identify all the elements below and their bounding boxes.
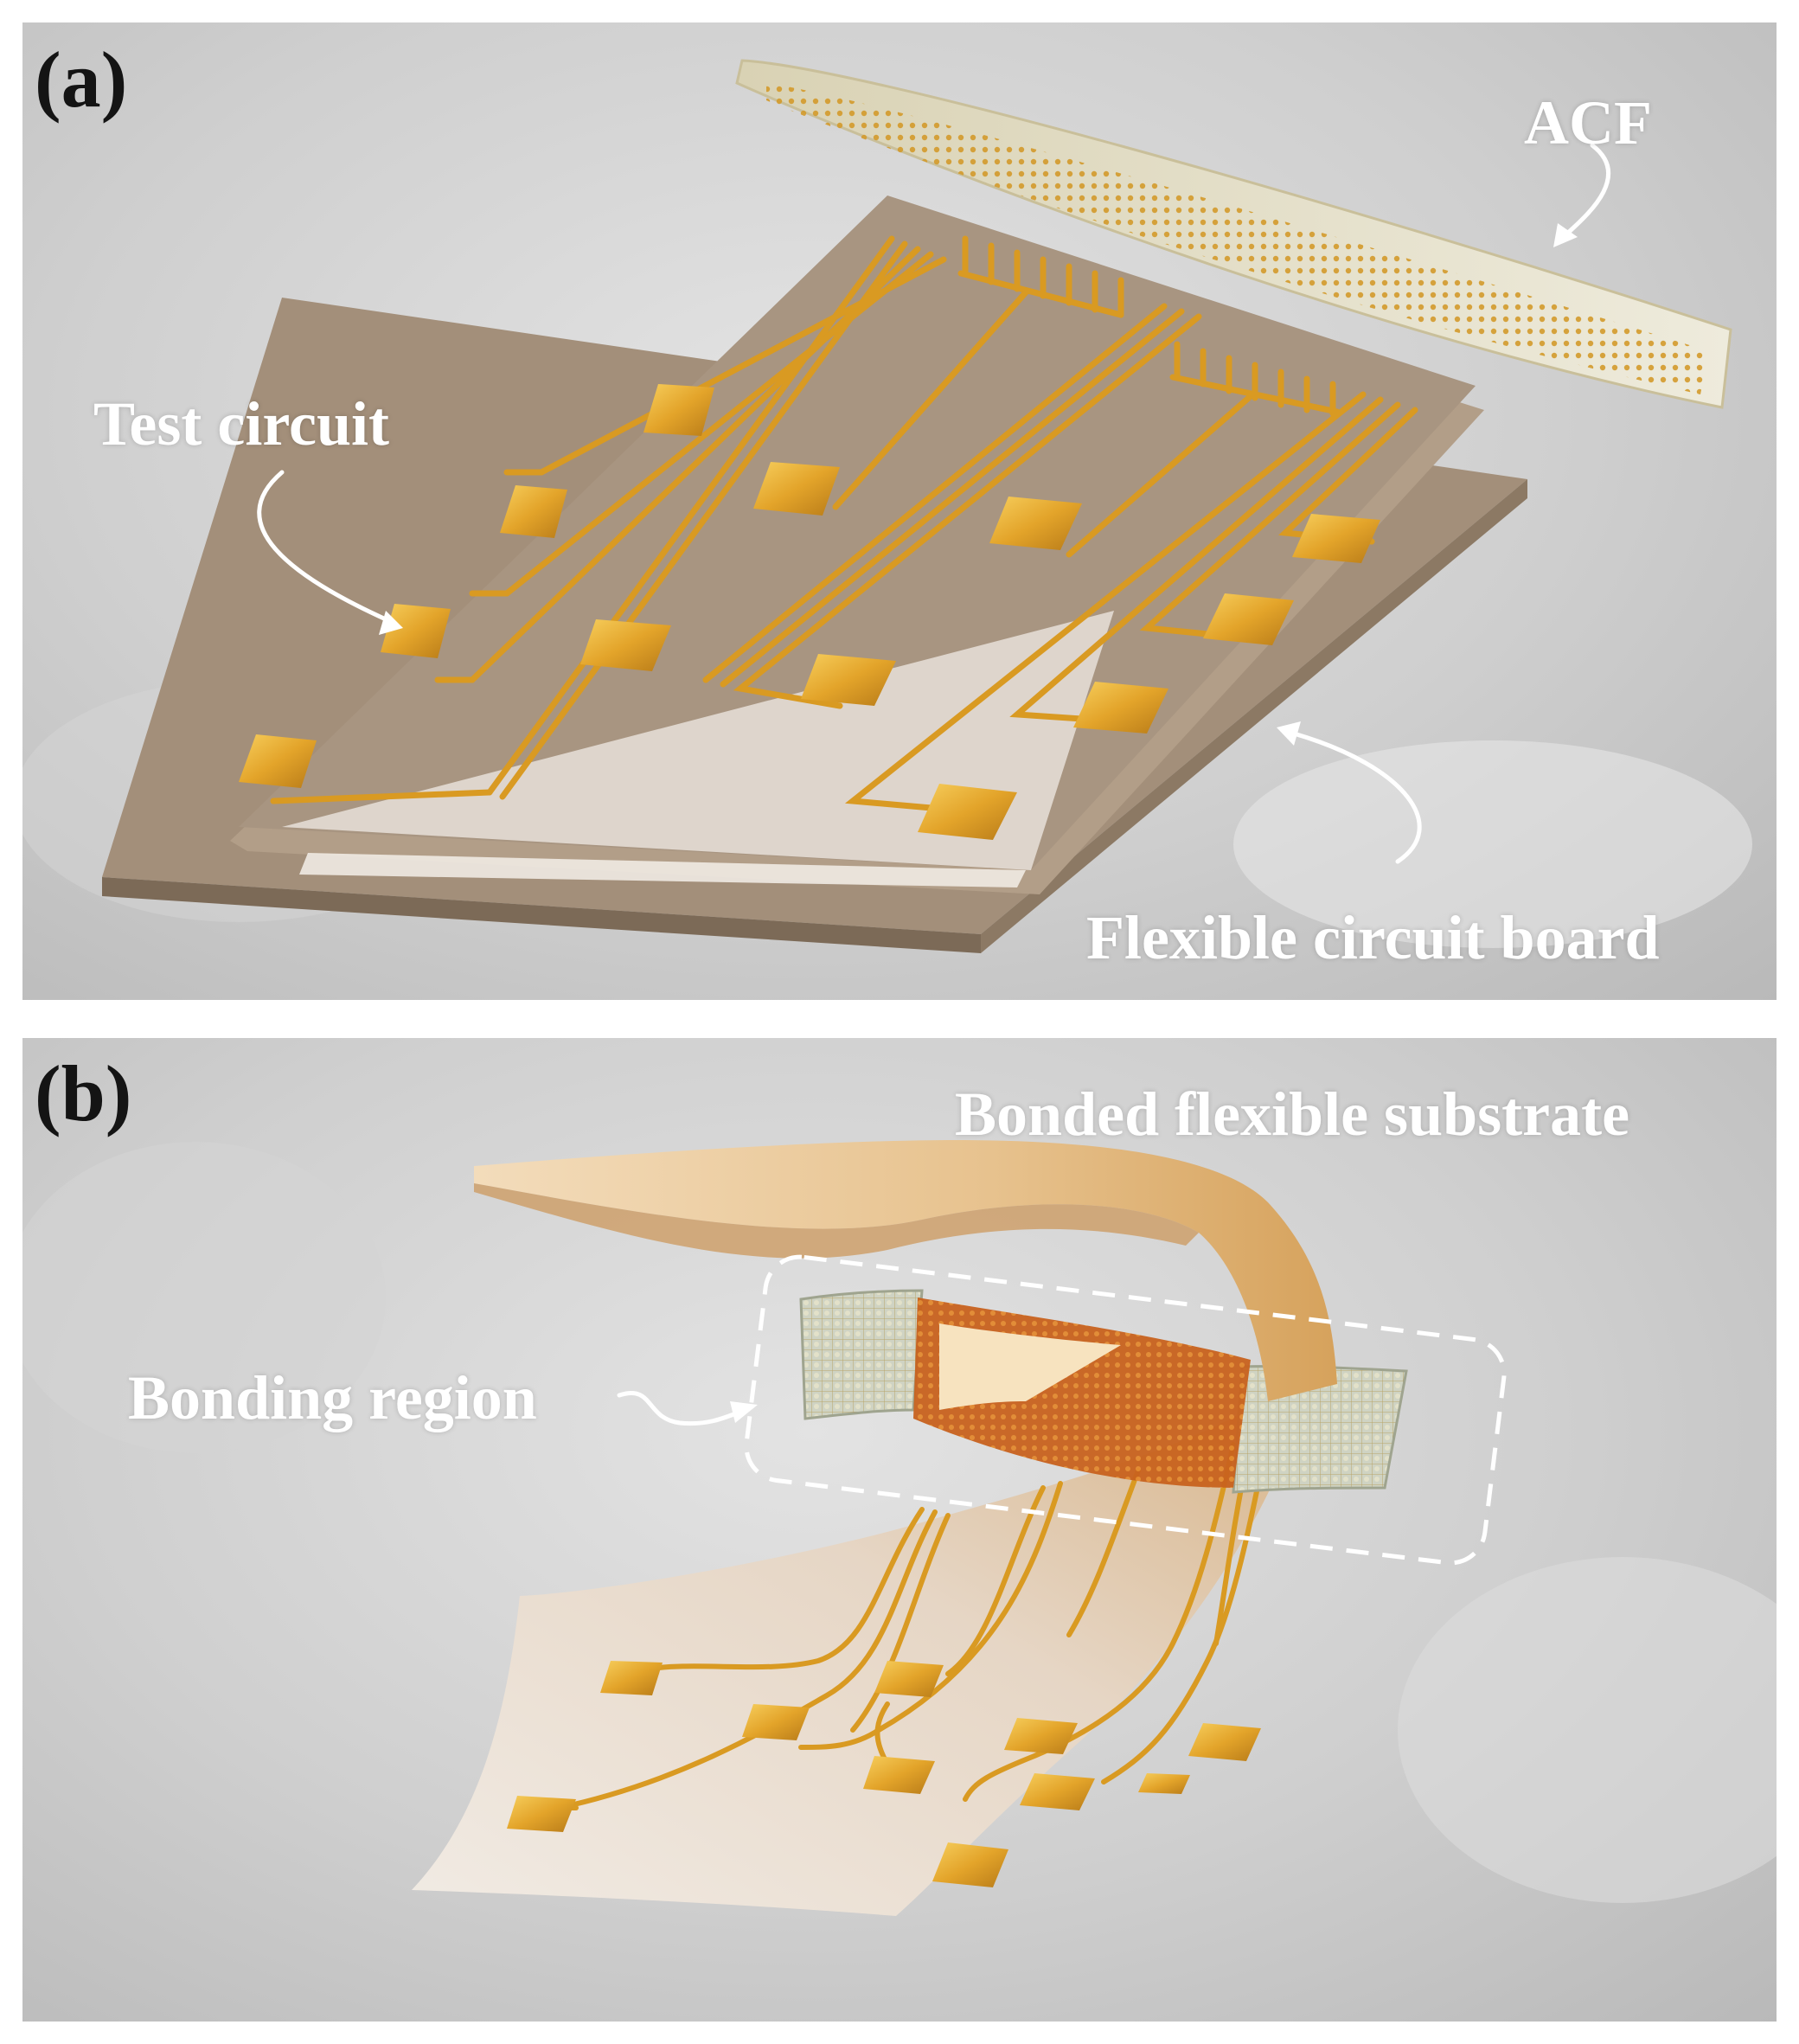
- acf-arrow-head: [1553, 223, 1578, 247]
- test-circuit-pads: [239, 384, 1380, 840]
- bonding-region-callout: Bonding region: [128, 1363, 537, 1432]
- bonding-region-outline: [744, 1254, 1507, 1566]
- acf-arrow: [1564, 143, 1610, 237]
- flexible-board-arrow: [1291, 731, 1422, 864]
- panel-b-label: (b): [35, 1049, 132, 1137]
- acf-film: [735, 59, 1732, 409]
- bonding-region-arrow-head: [730, 1401, 758, 1423]
- panel-a-label: (a): [35, 35, 128, 124]
- panel-b: (b) Bonded flexible substrate Bonding re…: [22, 1038, 1777, 2022]
- flexible-board-arrow-head: [1277, 721, 1301, 746]
- flexible-circuit-board-upper: [230, 195, 1484, 894]
- panel-a: (a) ACF Test circuit Flexible circuit bo…: [22, 22, 1777, 1000]
- bonded-flexible-substrate-sheet: [474, 1140, 1337, 1410]
- bonded-flexible-substrate-callout: Bonded flexible substrate: [955, 1080, 1630, 1149]
- test-circuit-arrow-head: [379, 611, 403, 635]
- bonded-circuit-traces: [556, 1433, 1271, 1810]
- bonding-region-arrow: [617, 1391, 743, 1426]
- flexible-circuit-board-callout: Flexible circuit board: [1086, 903, 1660, 972]
- test-circuit-callout: Test circuit: [93, 389, 389, 458]
- panel-b-illustration: [22, 1140, 1777, 1916]
- panel-a-illustration: [22, 59, 1752, 953]
- test-circuit-arrow: [257, 470, 388, 622]
- acf-callout: ACF: [1524, 88, 1652, 157]
- bonded-circuit-pads: [507, 1661, 1261, 1887]
